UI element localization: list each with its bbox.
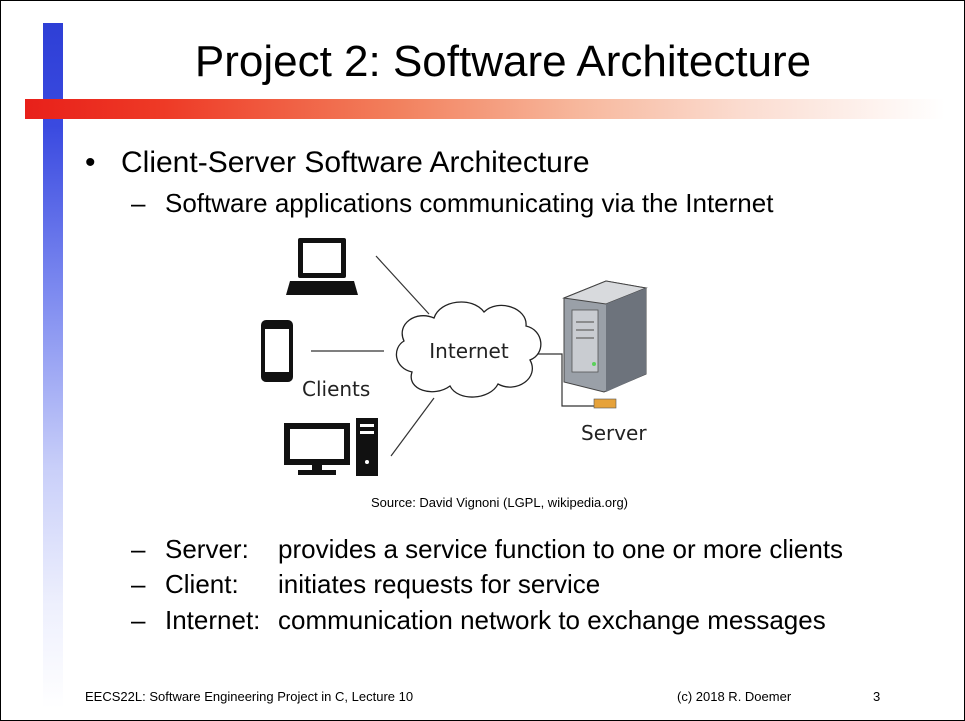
sub-bullet-intro: –Software applications communicating via… [131, 188, 773, 219]
dash-marker: – [131, 605, 146, 635]
main-bullet-text: Client-Server Software Architecture [121, 146, 590, 179]
term-label: Client: [165, 569, 239, 599]
server-icon [562, 280, 648, 409]
sub-bullet-internet: –Internet: communication network to excha… [131, 605, 826, 636]
smartphone-icon [261, 320, 293, 382]
desktop-icon [284, 418, 378, 476]
main-bullet: • Client-Server Software Architecture [85, 146, 590, 180]
server-label: Server [581, 421, 647, 445]
client-server-diagram: Internet Clients Server [261, 238, 648, 476]
internet-label: Internet [429, 339, 509, 363]
dash-marker: – [131, 188, 146, 218]
dash-marker: – [131, 569, 146, 599]
footer-copyright: (c) 2018 R. Doemer [677, 689, 792, 704]
dash-marker: – [131, 534, 146, 564]
horizontal-accent-bar [25, 99, 945, 119]
sub-bullet-intro-text: Software applications communicating via … [165, 188, 774, 218]
clients-label: Clients [302, 377, 370, 401]
laptop-icon [286, 238, 358, 295]
term-description: communication network to exchange messag… [278, 605, 826, 635]
bullet-marker: • [85, 146, 96, 179]
cloud-icon: Internet [395, 301, 542, 398]
sub-bullet-server: –Server: provides a service function to o… [131, 534, 843, 565]
sub-bullet-client: –Client: initiates requests for service [131, 569, 600, 600]
term-label: Server: [165, 534, 249, 564]
slide-title: Project 2: Software Architecture [194, 37, 812, 86]
term-description: provides a service function to one or mo… [278, 534, 844, 564]
image-source-caption: Source: David Vignoni (LGPL, wikipedia.o… [371, 495, 629, 510]
vertical-accent-bar [43, 23, 63, 709]
footer-course: EECS22L: Software Engineering Project in… [85, 689, 414, 704]
term-description: initiates requests for service [278, 569, 601, 599]
footer-page-number: 3 [873, 689, 881, 704]
term-label: Internet: [165, 605, 261, 635]
